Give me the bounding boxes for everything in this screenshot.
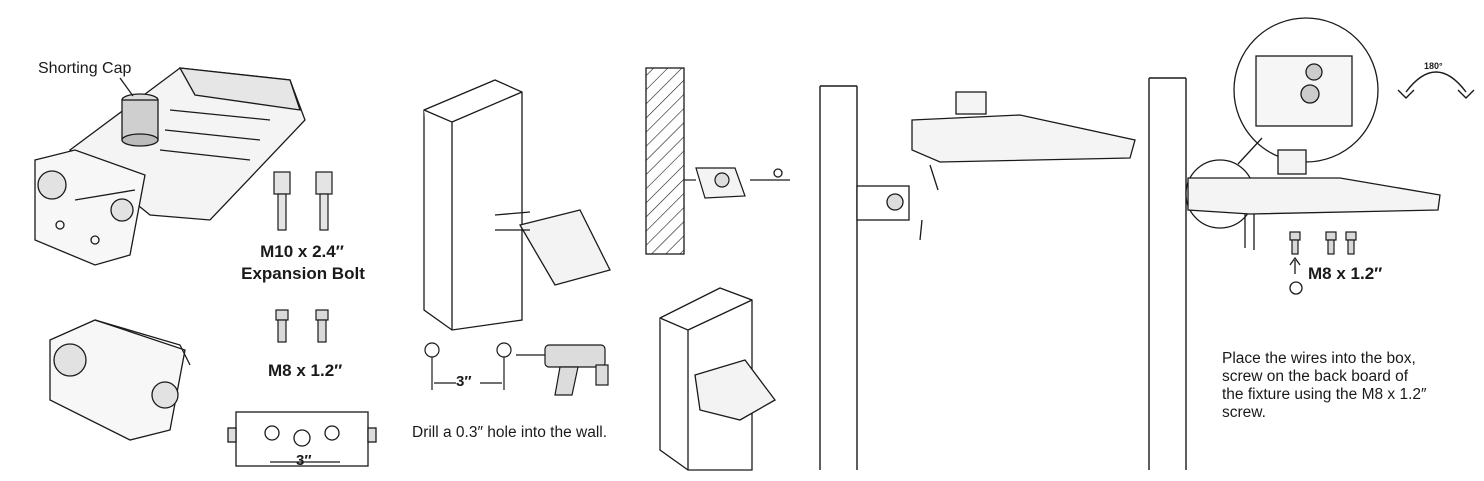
expansion-bolt-size-label: M10 x 2.4″	[260, 242, 344, 261]
light-fixture-icon	[1187, 149, 1441, 250]
screw-size-label-2: M8 x 1.2″	[1308, 264, 1383, 283]
drill-diagram	[424, 342, 512, 390]
mounting-bracket-icon	[227, 411, 377, 467]
rotation-angle-label: 180°	[1424, 61, 1443, 71]
arrow-up-icon	[1289, 256, 1301, 274]
instruction-paragraph: Place the wires into the box, screw on t…	[1222, 350, 1427, 422]
drill-icon	[516, 344, 609, 396]
light-fixture-icon	[856, 91, 1136, 241]
pole-icon	[1148, 77, 1187, 470]
drill-instruction-text: Drill a 0.3″ hole into the wall.	[412, 424, 608, 441]
mounting-bracket-icon	[34, 149, 146, 266]
screw-icon	[1289, 231, 1357, 255]
screw-size-label: M8 x 1.2″	[268, 361, 343, 380]
wall-icon	[659, 287, 776, 471]
expansion-bolt-icon	[273, 171, 333, 231]
pole-icon	[819, 85, 858, 470]
shorting-cap-label: Shorting Cap	[38, 60, 132, 77]
mounting-bracket-icon	[49, 319, 191, 441]
expansion-bolt-name-label: Expansion Bolt	[241, 264, 365, 283]
hole-spacing-label: 3″	[456, 373, 472, 390]
rotate-icon	[1289, 281, 1303, 295]
rotate-icon	[773, 168, 783, 178]
bracket-spacing-label: 3″	[296, 452, 312, 469]
screw-icon	[275, 309, 329, 343]
instruction-line: Place the wires into the box,	[1222, 350, 1416, 367]
mounting-bracket-icon	[684, 167, 790, 199]
instruction-line: screw on the back board of	[1222, 368, 1409, 385]
instruction-line: screw.	[1222, 404, 1266, 421]
wall-icon	[423, 79, 611, 331]
instruction-line: the fixture using the M8 x 1.2″	[1222, 386, 1427, 403]
rotate-icon	[1397, 71, 1475, 99]
wall-icon	[645, 67, 685, 255]
